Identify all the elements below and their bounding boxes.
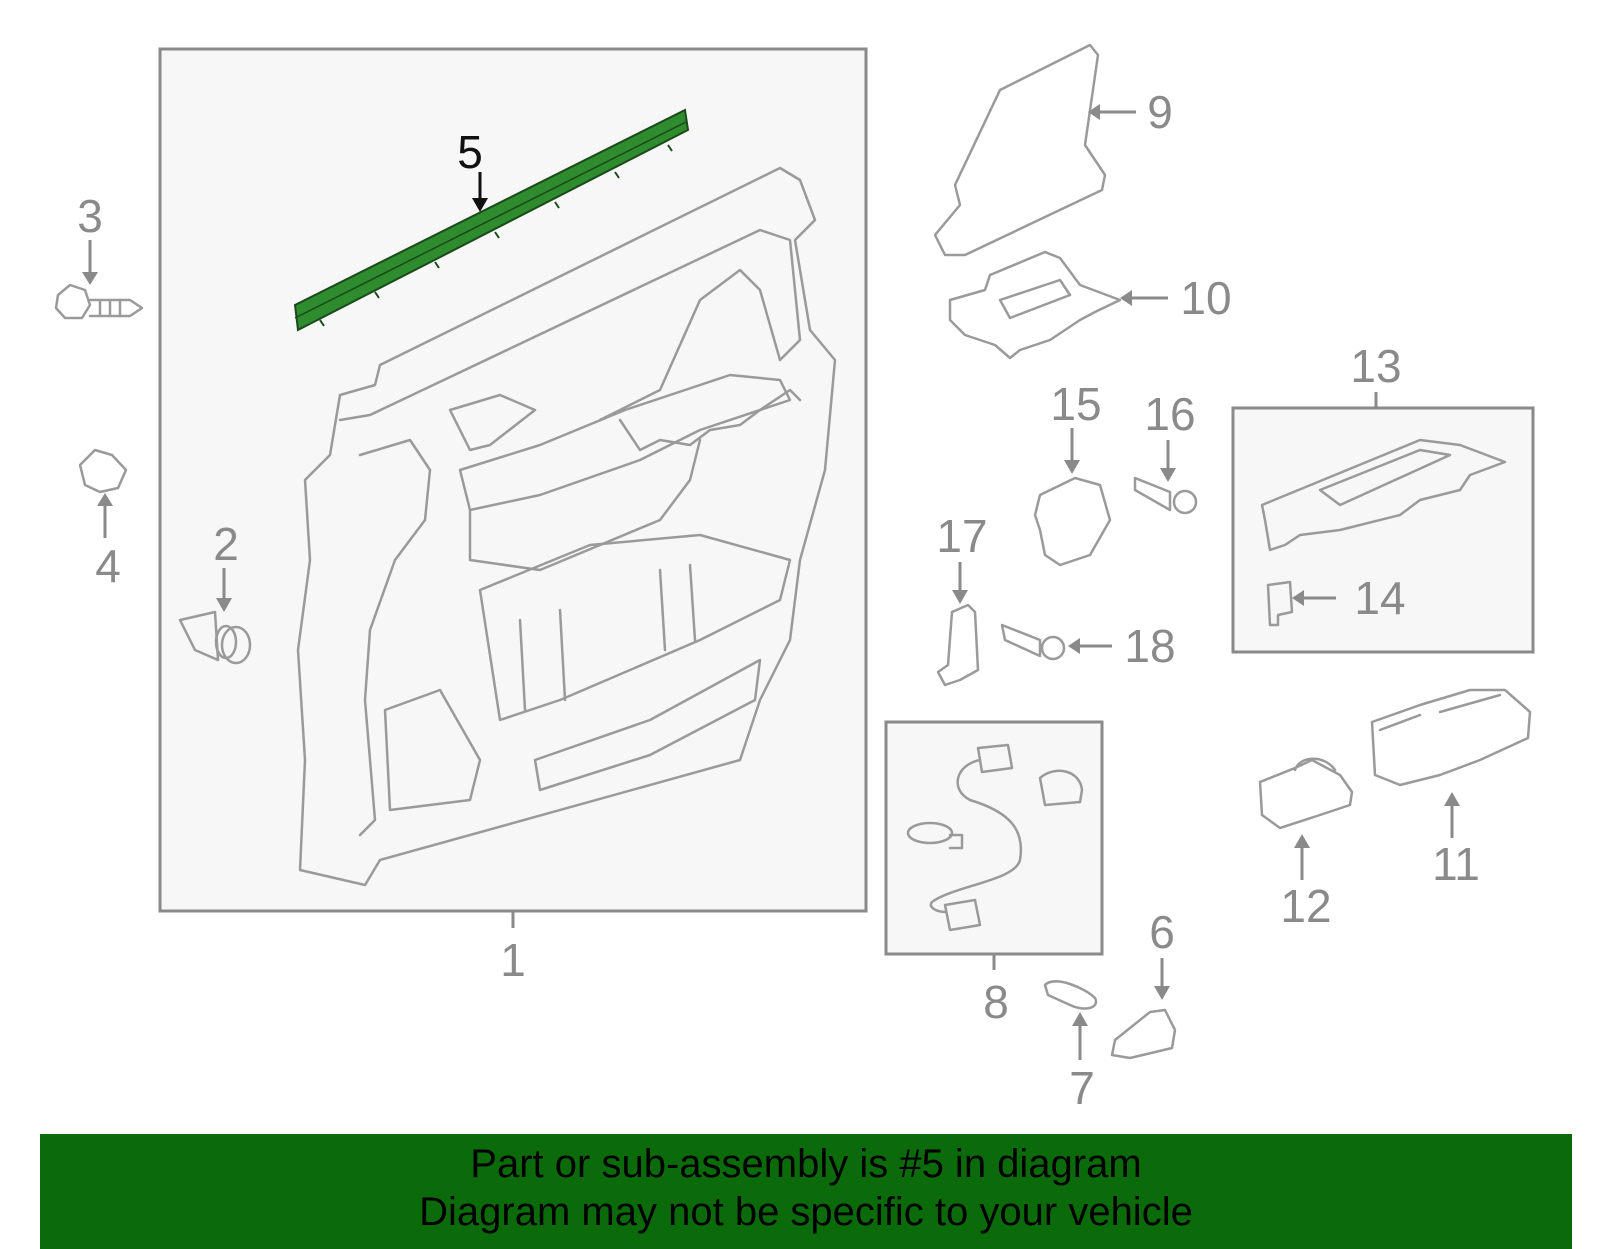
callout-4: 4: [95, 540, 121, 592]
clip-part-14: [1266, 580, 1294, 627]
callout-9: 9: [1147, 86, 1173, 138]
banner-line-2: Diagram may not be specific to your vehi…: [419, 1190, 1193, 1234]
callout-10: 10: [1180, 272, 1231, 324]
callout-2: 2: [213, 518, 239, 570]
switch-part-11: [1370, 688, 1532, 787]
bracket-part-17: [936, 603, 980, 687]
bulb-part-7: [1043, 980, 1098, 1010]
callout-3: 3: [77, 190, 103, 242]
bolt-part-3: [54, 283, 144, 320]
switch-bezel-part-13: [1260, 438, 1507, 552]
callout-11: 11: [1432, 838, 1480, 890]
callout-17: 17: [936, 510, 987, 562]
callout-8: 8: [983, 976, 1009, 1028]
banner-line-1: Part or sub-assembly is #5 in diagram: [470, 1142, 1142, 1186]
callout-1: 1: [500, 934, 526, 986]
callout-16: 16: [1144, 388, 1195, 440]
screw-part-18: [1000, 623, 1066, 661]
retainer-part-2: [178, 610, 252, 665]
switch-part-15: [1033, 476, 1112, 567]
door-trim-panel: [296, 166, 837, 887]
callout-15: 15: [1050, 378, 1101, 430]
callout-5: 5: [457, 126, 483, 178]
info-banner: Part or sub-assembly is #5 in diagram Di…: [40, 1134, 1572, 1249]
callout-13: 13: [1350, 340, 1401, 392]
door-panel-box: [158, 47, 868, 913]
callout-14: 14: [1354, 572, 1405, 624]
panel-part-9: [933, 43, 1107, 257]
switch-panel-box: [1231, 406, 1535, 654]
screw-part-16: [1133, 476, 1198, 515]
callout-7: 7: [1069, 1062, 1095, 1114]
callout-6: 6: [1149, 906, 1175, 958]
clip-part-4: [78, 448, 128, 494]
bracket-part-10: [948, 250, 1122, 360]
wiring-harness-part-8: [906, 743, 1084, 932]
wiring-harness-box: [884, 720, 1104, 956]
clip-part-6: [1110, 1008, 1177, 1060]
highlighted-molding-part-5[interactable]: [293, 108, 690, 332]
callout-18: 18: [1124, 620, 1175, 672]
callout-12: 12: [1280, 880, 1331, 932]
switch-part-12: [1258, 757, 1354, 830]
